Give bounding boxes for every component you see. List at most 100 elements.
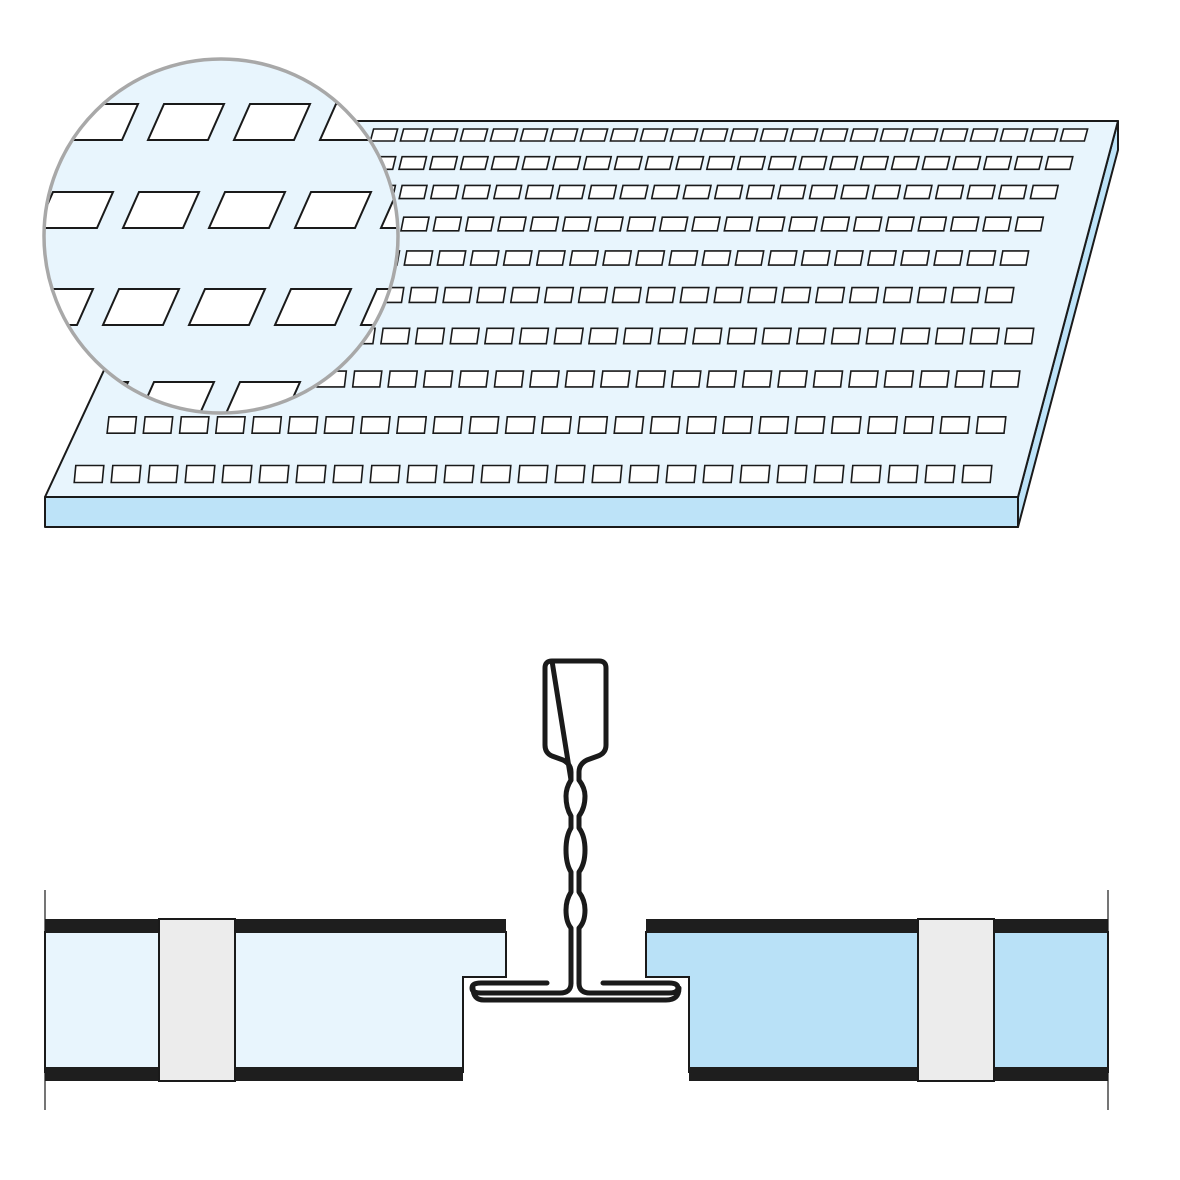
perforation-hole xyxy=(110,464,142,484)
perforation-hole xyxy=(432,415,464,435)
perforation-hole xyxy=(529,216,560,232)
perforation-hole xyxy=(847,370,879,388)
perforation-hole xyxy=(982,216,1012,232)
left-panel-top-layer xyxy=(45,919,506,933)
perforation-hole xyxy=(916,286,947,304)
perforation-hole xyxy=(351,370,383,388)
perforation-hole xyxy=(73,464,105,484)
right-panel-body xyxy=(645,931,1109,1073)
perforation-hole xyxy=(147,464,179,484)
perforation-hole xyxy=(871,184,902,200)
perforation-hole xyxy=(776,464,808,484)
perforation-hole xyxy=(626,216,657,232)
perforation-hole xyxy=(613,415,645,435)
perforation-hole xyxy=(685,415,717,435)
perforation-hole xyxy=(184,464,216,484)
perforation-hole xyxy=(483,327,515,345)
perforation-hole xyxy=(323,415,355,435)
perforation-hole xyxy=(866,415,898,435)
magnified-hole xyxy=(121,191,201,229)
perforation-hole xyxy=(706,370,738,388)
perforation-hole xyxy=(524,184,555,200)
perforation-hole xyxy=(866,250,898,266)
perforation-hole xyxy=(820,216,851,232)
perforation-hole xyxy=(726,327,758,345)
perforation-hole xyxy=(459,155,490,171)
perforation-hole xyxy=(903,184,933,200)
perforation-hole xyxy=(287,415,319,435)
perforation-hole xyxy=(609,128,639,142)
perforation-hole xyxy=(701,250,732,266)
magnified-hole xyxy=(379,191,398,229)
perforation-hole xyxy=(674,155,705,171)
perforation-hole xyxy=(492,184,523,200)
perforation-hole xyxy=(644,155,674,171)
perforation-hole xyxy=(934,327,966,345)
perforation-hole xyxy=(359,415,391,435)
perforation-hole xyxy=(599,370,631,388)
perforation-hole xyxy=(739,464,771,484)
perforation-hole xyxy=(989,370,1021,388)
perforation-hole xyxy=(777,370,809,388)
perforation-hole xyxy=(489,128,519,142)
perforation-hole xyxy=(564,370,596,388)
perforation-hole xyxy=(736,155,767,171)
perforation-hole xyxy=(767,155,797,171)
perforation-hole xyxy=(428,155,459,171)
perforation-hole xyxy=(665,464,697,484)
perforation-hole xyxy=(849,128,879,142)
perforation-hole xyxy=(628,464,660,484)
perforation-hole xyxy=(493,370,525,388)
perforation-hole xyxy=(518,327,550,345)
perforation-hole xyxy=(1029,128,1059,142)
perforation-hole xyxy=(917,216,948,232)
perforation-hole xyxy=(577,415,609,435)
perforation-hole xyxy=(723,216,754,232)
perforation-hole xyxy=(800,250,831,266)
perforation-hole xyxy=(1059,128,1089,142)
perforation-hole xyxy=(432,216,463,232)
perforation-hole xyxy=(422,370,454,388)
perforation-hole xyxy=(669,128,699,142)
perforation-hole xyxy=(767,250,798,266)
perforation-hole xyxy=(295,464,327,484)
perforation-hole xyxy=(468,415,500,435)
right-panel-top-layer xyxy=(646,919,1108,933)
perforation-hole xyxy=(883,370,915,388)
perforation-hole xyxy=(480,464,512,484)
magnified-hole xyxy=(293,191,373,229)
perforation-hole xyxy=(408,286,439,304)
perforation-hole xyxy=(808,184,839,200)
perforation-hole xyxy=(966,250,997,266)
perforation-hole xyxy=(909,128,939,142)
perforation-hole xyxy=(657,327,689,345)
perforation-hole xyxy=(830,415,862,435)
perforation-hole xyxy=(540,415,572,435)
perforation-hole xyxy=(789,128,819,142)
perforation-hole xyxy=(702,464,734,484)
magnifier-icon xyxy=(42,57,400,415)
perforation-hole xyxy=(1013,155,1044,171)
perforation-hole xyxy=(442,286,473,304)
perforation-hole xyxy=(258,464,290,484)
perforation-hole xyxy=(813,464,845,484)
perforation-hole xyxy=(759,128,789,142)
cross-section xyxy=(44,658,1109,1110)
perforation-hole xyxy=(379,327,411,345)
panel-front-edge xyxy=(44,496,1019,528)
perforation-hole xyxy=(713,286,744,304)
perforation-hole xyxy=(251,415,283,435)
perforation-hole xyxy=(755,216,786,232)
magnified-hole xyxy=(101,288,181,326)
perforation-hole xyxy=(691,327,723,345)
perforation-hole xyxy=(658,216,689,232)
hanger-wire-icon xyxy=(563,777,588,986)
perforation-hole xyxy=(794,415,826,435)
perforation-hole xyxy=(509,286,541,304)
perforation-hole xyxy=(469,250,500,266)
perforation-hole xyxy=(781,286,812,304)
perforation-hole xyxy=(458,370,490,388)
perforation-hole xyxy=(1003,327,1035,345)
perforation-hole xyxy=(745,184,776,200)
